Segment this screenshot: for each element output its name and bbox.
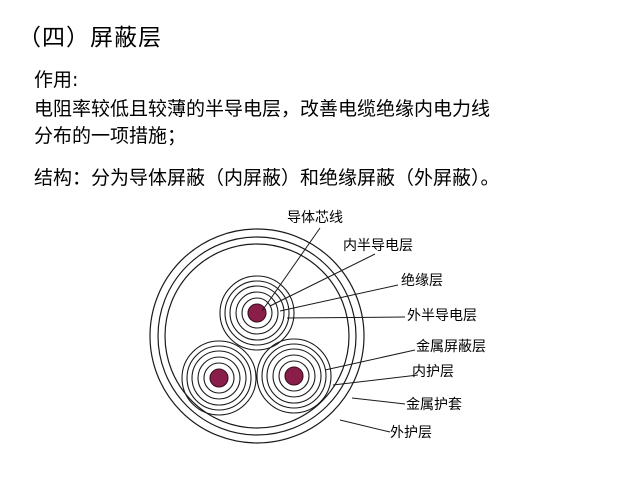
insulation-ring [191,350,247,406]
leader-line-metal-screen [324,349,416,371]
inner-semicon-ring [241,297,273,329]
insulation-ring [229,285,285,341]
description-line-1: 电阻率较低且较薄的半导电层，改善电缆绝缘内电力线 [34,98,491,120]
outer-semicon-ring [261,343,327,409]
label-insulation: 绝缘层 [401,273,443,289]
label-outer-semicon: 外半导电层 [407,308,477,324]
conductor-core [209,368,229,388]
leader-lines [261,227,419,433]
label-metal-screen: 金属屏蔽层 [416,339,486,355]
outer-semicon-ring [224,280,290,346]
label-inner-semicon: 内半导电层 [343,238,413,254]
leader-line-insulation [279,284,399,312]
metal-screen-ring [219,275,295,351]
outer-sheath-ring [149,228,365,444]
cable-core-top [219,275,295,351]
section-label: 作用: [34,69,79,91]
leader-line-inner-semicon [269,253,376,307]
metal-screen-ring [256,338,332,414]
inner-semicon-ring [278,360,310,392]
insulation-ring-inner [197,356,241,400]
metal-screen-ring [181,340,257,416]
outer-semicon-ring [186,345,252,411]
outer-rings [149,228,365,444]
cable-core-right [256,338,332,414]
label-conductor: 导体芯线 [287,210,343,226]
metal-sheath-ring [157,236,357,436]
description-line-2: 分布的一项措施； [34,125,187,147]
label-inner-sheath: 内护层 [412,364,454,380]
cable-core-left [181,340,257,416]
inner-sheath-ring [164,243,350,429]
structure-line: 结构：分为导体屏蔽（内屏蔽）和绝缘屏蔽（外屏蔽）。 [34,167,500,189]
leader-line-outer-sheath [339,419,391,433]
conductor-core [284,366,304,386]
insulation-ring-inner [272,354,316,398]
leader-line-conductor [261,227,321,312]
insulation-ring-inner [235,291,279,335]
label-outer-sheath: 外护层 [390,425,432,441]
insulation-ring [266,348,322,404]
leader-line-metal-sheath [351,397,406,405]
conductor-core [247,303,267,323]
leader-line-outer-semicon [286,316,406,319]
label-metal-sheath: 金属护套 [406,397,462,413]
page-title: （四）屏蔽层 [18,25,162,51]
leader-line-inner-sheath [332,374,419,386]
callout-labels: 导体芯线 内半导电层 绝缘层 外半导电层 金属屏蔽层 内护层 金属护套 外护层 [287,210,486,441]
inner-semicon-ring [203,362,235,394]
